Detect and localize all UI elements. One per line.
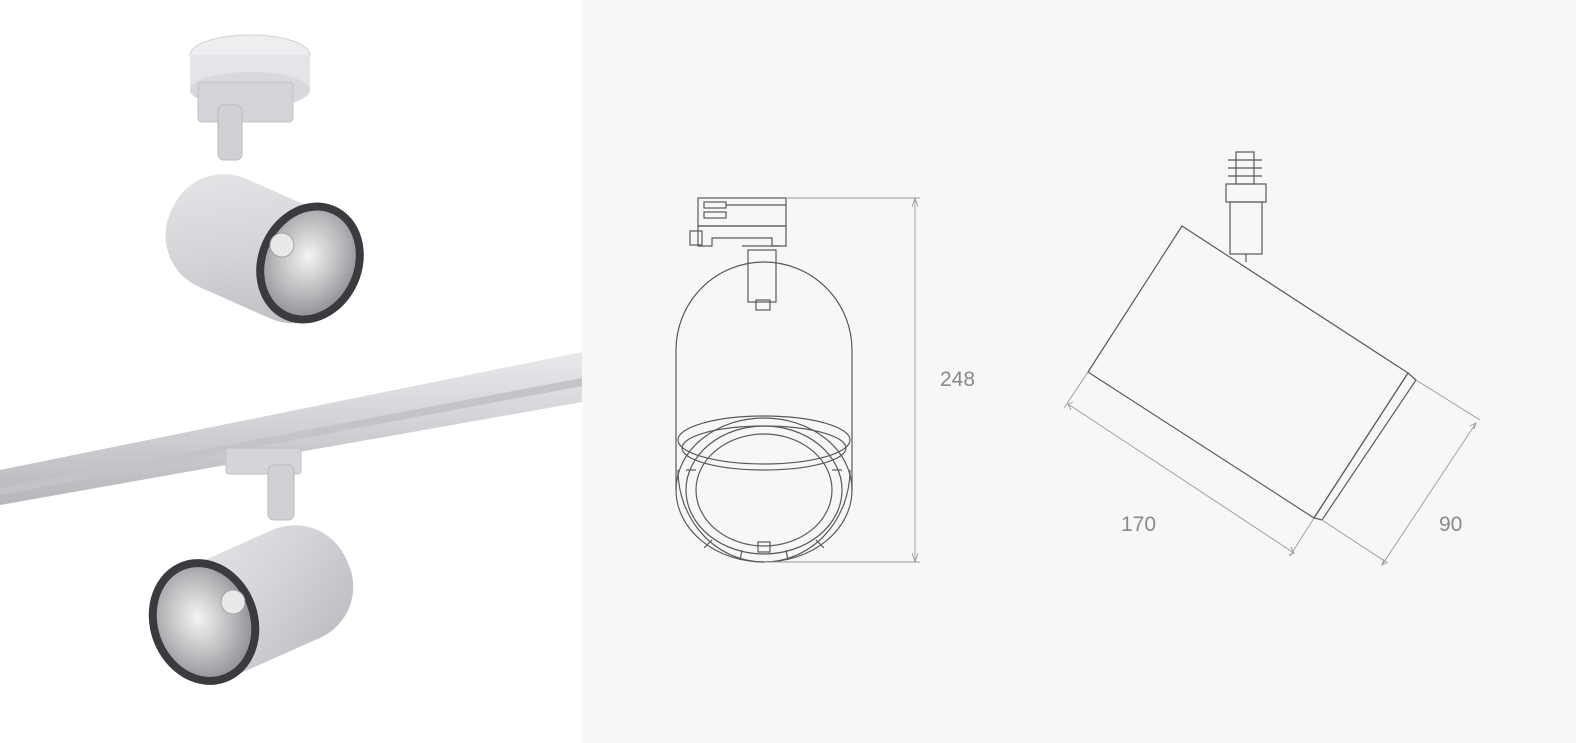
ceiling-mounted-spotlight bbox=[165, 34, 364, 324]
dimension-diameter-label: 90 bbox=[1439, 513, 1463, 536]
front-view-drawing bbox=[675, 196, 920, 564]
dimension-length-label: 170 bbox=[1121, 513, 1157, 536]
side-view-drawing bbox=[1063, 151, 1481, 566]
product-photo bbox=[0, 34, 582, 685]
track-mounted-spotlight bbox=[148, 447, 354, 685]
technical-drawing-panel: 248 170 90 bbox=[582, 0, 1576, 743]
product-photo-panel bbox=[0, 0, 582, 743]
technical-drawing bbox=[675, 151, 1481, 566]
dimension-height-label: 248 bbox=[940, 368, 976, 391]
track-rail bbox=[0, 352, 582, 505]
